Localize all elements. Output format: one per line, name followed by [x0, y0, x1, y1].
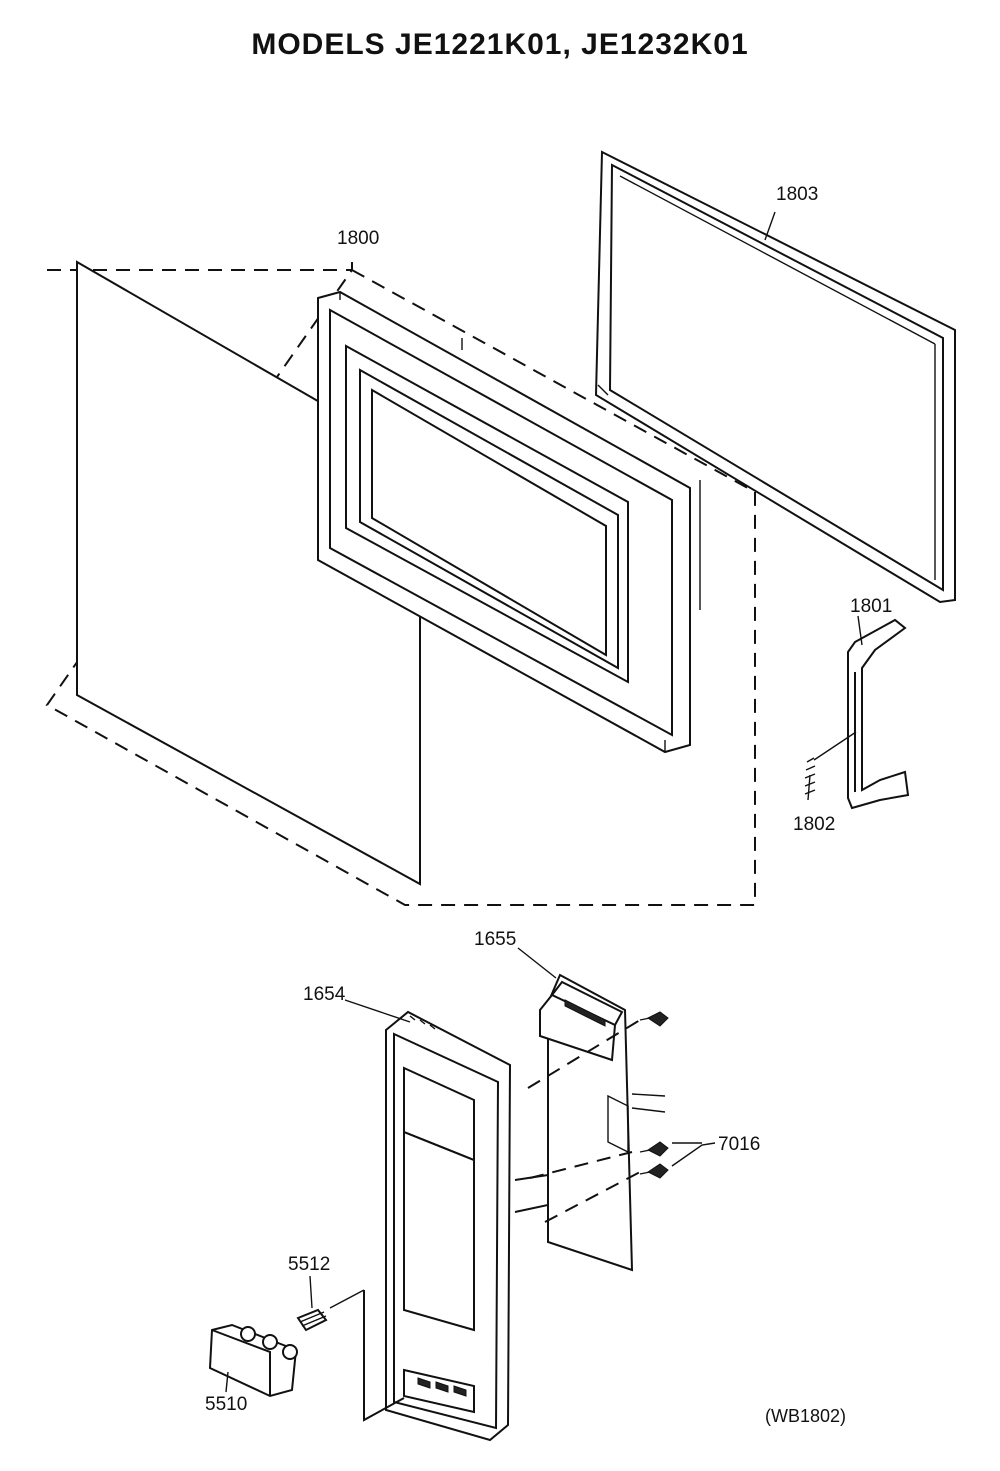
button-bracket-lines	[363, 1290, 405, 1422]
control-panel	[385, 1010, 512, 1442]
label-1655: 1655	[474, 929, 516, 950]
latch-lever	[847, 618, 910, 810]
label-1803: 1803	[776, 184, 818, 205]
assembly-guide-lines	[527, 1019, 641, 1223]
label-1801: 1801	[850, 596, 892, 617]
label-5512: 5512	[288, 1254, 330, 1275]
leader-lines	[225, 211, 863, 1393]
label-5510: 5510	[205, 1394, 247, 1415]
label-1802: 1802	[793, 814, 835, 835]
label-7016: 7016	[718, 1134, 760, 1155]
door-button	[208, 1323, 298, 1398]
choke-cover	[594, 150, 956, 604]
door-frame	[317, 290, 701, 754]
door-assembly-outline	[45, 258, 756, 906]
mount-bracket	[514, 1173, 549, 1213]
latch-board	[539, 973, 666, 1272]
label-1654: 1654	[303, 984, 346, 1005]
diagram-title: MODELS JE1221K01, JE1232K01	[251, 28, 749, 61]
diagram-code: (WB1802)	[765, 1406, 846, 1426]
button-spring	[296, 1308, 328, 1332]
screws	[639, 1011, 669, 1179]
label-1800: 1800	[337, 228, 379, 249]
